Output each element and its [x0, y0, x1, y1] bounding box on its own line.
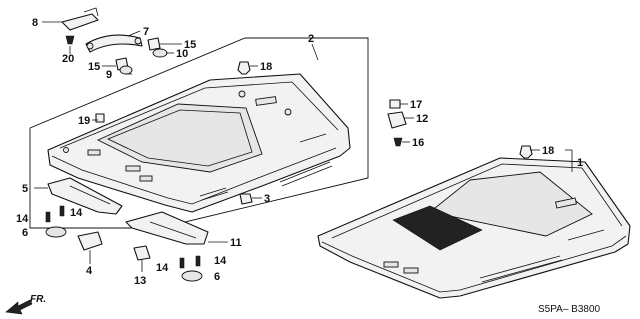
callout-10: 10 — [176, 48, 188, 60]
clip-15 — [147, 37, 161, 51]
clip-18-left — [237, 61, 251, 75]
grab-handle — [85, 34, 143, 53]
callout-12: 12 — [416, 113, 428, 125]
callout-3: 3 — [264, 193, 270, 205]
callout-11: 11 — [230, 237, 242, 249]
callout-19: 19 — [78, 115, 90, 127]
callout-8: 8 — [32, 17, 38, 29]
callout-4: 4 — [86, 265, 93, 277]
sunvisor-left — [47, 177, 123, 215]
callout-5: 5 — [22, 183, 28, 195]
callout-13: 13 — [134, 275, 146, 287]
screws-14-right — [179, 255, 201, 269]
cover-9 — [119, 65, 133, 75]
callout-6-right: 6 — [214, 271, 220, 283]
holder-13 — [133, 245, 151, 261]
callout-1: 1 — [577, 157, 583, 169]
clip-17 — [389, 99, 401, 109]
callout-14-d: 14 — [214, 255, 227, 267]
sunvisor-right — [125, 211, 209, 245]
clip-16 — [393, 137, 403, 147]
callout-14-c: 14 — [156, 262, 169, 274]
callout-17: 17 — [410, 99, 422, 111]
callout-9: 9 — [106, 69, 112, 81]
holder-6-right — [181, 270, 203, 282]
assembly-box-outline — [29, 37, 369, 229]
clip-19 — [95, 113, 105, 123]
callout-6-left: 6 — [22, 227, 28, 239]
callout-15-a: 15 — [184, 39, 196, 51]
leader-lines — [34, 21, 573, 272]
hook-4 — [77, 231, 103, 251]
clip-12 — [387, 111, 407, 129]
headlining-plain — [317, 157, 631, 299]
bracket — [61, 7, 99, 31]
callout-16: 16 — [412, 137, 424, 149]
callout-14-b: 14 — [70, 207, 83, 219]
holder-6-left — [45, 226, 67, 238]
screw-20 — [65, 35, 75, 45]
callout-14-a: 14 — [16, 213, 29, 225]
diagram-code: S5PA– B3800 — [538, 304, 601, 315]
callout-20: 20 — [62, 53, 74, 65]
front-direction-label: FR. — [30, 294, 46, 305]
callout-15-b: 15 — [88, 61, 100, 73]
cap-10 — [152, 48, 168, 58]
callout-2: 2 — [308, 33, 314, 45]
callout-18-left: 18 — [260, 61, 272, 73]
callout-7: 7 — [143, 26, 149, 38]
clip-3 — [239, 193, 253, 205]
clip-18-right — [519, 145, 533, 159]
callout-18-right: 18 — [542, 145, 554, 157]
front-direction-arrow: FR. — [5, 294, 46, 315]
headlining-with-sunroof — [47, 73, 351, 213]
screws-14-left — [45, 205, 65, 223]
